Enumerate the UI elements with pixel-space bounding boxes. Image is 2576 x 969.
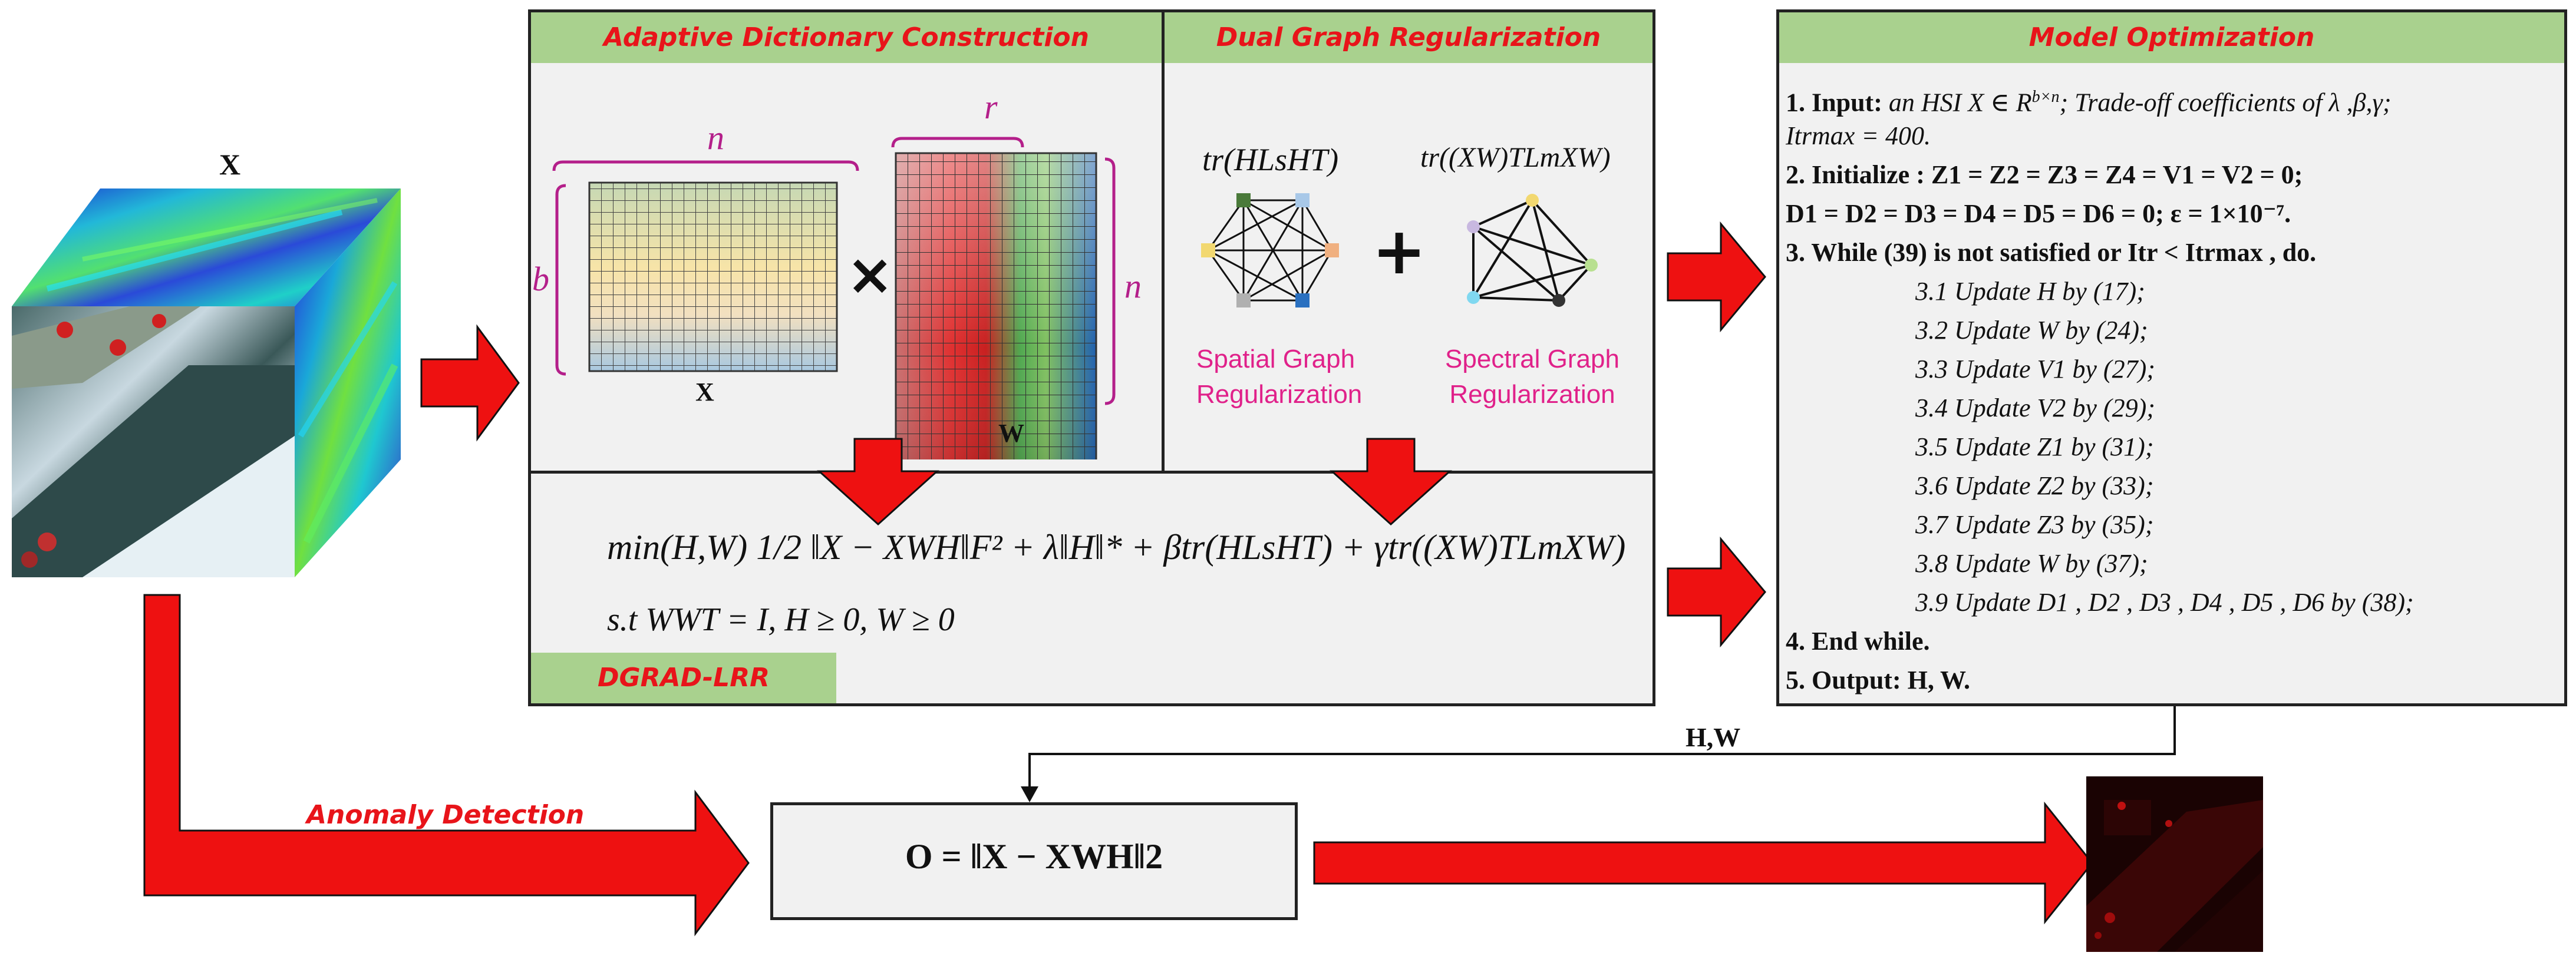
- algo-step-1-itr: Itrmax = 400.: [1786, 117, 1931, 156]
- step1-input-label: 1. Input:: [1786, 88, 1882, 117]
- objective-formula: min(H,W) 1/2 ‖X − XWH‖F² + λ‖H‖* + βtr(H…: [607, 528, 1626, 567]
- detection-result-map: [2086, 776, 2263, 952]
- step2-initialize-label: 2. Initialize :: [1786, 160, 1925, 189]
- step1-input-sup: b×n: [2031, 88, 2060, 106]
- algo-step-4: 4. End while.: [1786, 622, 1930, 661]
- label-n-top: n: [707, 118, 724, 157]
- step5-output: 5. Output: H, W.: [1786, 666, 1970, 694]
- algo-substep: 3.9 Update D1 , D2 , D3 , D4 , D5 , D6 b…: [1915, 583, 2414, 622]
- plus-symbol: +: [1372, 213, 1427, 289]
- step2-initialize-z: Z1 = Z2 = Z3 = Z4 = V1 = V2 = 0;: [1931, 160, 2303, 189]
- dictionary-matrices: [552, 137, 1116, 459]
- output-formula-box: [770, 802, 1298, 920]
- spectral-graph: [1467, 194, 1598, 307]
- matrix-w-label: W: [998, 419, 1024, 448]
- substep-text: 3.1 Update H by (17);: [1915, 277, 2145, 306]
- output-formula: O = ‖X − XWH‖2: [905, 837, 1163, 876]
- header-dual-graph: Dual Graph Regularization: [1165, 12, 1653, 63]
- spatial-caption-1: Spatial Graph: [1196, 345, 1355, 373]
- term-spatial: tr(HLsHT): [1202, 142, 1339, 177]
- algo-substep: 3.7 Update Z3 by (35);: [1915, 505, 2154, 544]
- substep-text: 3.7 Update Z3 by (35);: [1915, 510, 2154, 539]
- label-n-right: n: [1124, 267, 1142, 305]
- matrix-x-label: X: [695, 378, 714, 406]
- anomaly-detection-label: Anomaly Detection: [306, 800, 585, 830]
- step1-itrmax: Itrmax = 400.: [1786, 121, 1931, 150]
- hsi-cube-image: [12, 188, 401, 577]
- substep-text: 3.4 Update V2 by (29);: [1915, 393, 2155, 422]
- step3-while: 3. While (39) is not satisfied or Itr < …: [1786, 238, 2317, 267]
- substep-text: 3.8 Update W by (37);: [1915, 549, 2148, 578]
- algo-substep: 3.6 Update Z2 by (33);: [1915, 467, 2154, 505]
- substep-text: 3.2 Update W by (24);: [1915, 316, 2148, 345]
- label-b: b: [532, 260, 549, 298]
- algo-step-3: 3. While (39) is not satisfied or Itr < …: [1786, 233, 2316, 272]
- label-r: r: [984, 88, 998, 126]
- algo-step-5: 5. Output: H, W.: [1786, 661, 1970, 700]
- spatial-graph: [1201, 193, 1339, 307]
- constraint-formula: s.t WWT = I, H ≥ 0, W ≥ 0: [607, 601, 955, 638]
- times-symbol: ×: [846, 242, 894, 307]
- substep-text: 3.6 Update Z2 by (33);: [1915, 471, 2154, 500]
- algo-substep: 3.4 Update V2 by (29);: [1915, 389, 2155, 428]
- substep-text: 3.3 Update V1 by (27);: [1915, 355, 2155, 383]
- step4-end-while: 4. End while.: [1786, 627, 1930, 656]
- spectral-caption-2: Regularization: [1449, 380, 1615, 409]
- term-spectral: tr((XW)TLmXW): [1420, 142, 1611, 173]
- algo-substep: 3.3 Update V1 by (27);: [1915, 350, 2155, 389]
- panel-model-optimization: [1776, 9, 2567, 706]
- step1-input-text: an HSI X ∈ R: [1888, 88, 2032, 117]
- spatial-caption-2: Regularization: [1196, 380, 1363, 409]
- algo-substep: 3.5 Update Z1 by (31);: [1915, 428, 2154, 467]
- substep-text: 3.9 Update D1 , D2 , D3 , D4 , D5 , D6 b…: [1915, 588, 2414, 617]
- header-model-optimization: Model Optimization: [1779, 12, 2564, 63]
- step1-input-coeffs: ; Trade-off coefficients of λ ,β,γ;: [2059, 88, 2392, 117]
- dgrad-lrr-badge: DGRAD-LRR: [531, 653, 836, 703]
- step2-initialize-d: D1 = D2 = D3 = D4 = D5 = D6 = 0; ε = 1×1…: [1786, 199, 2291, 228]
- substep-text: 3.5 Update Z1 by (31);: [1915, 432, 2154, 461]
- algo-step-2: 2. Initialize : Z1 = Z2 = Z3 = Z4 = V1 =…: [1786, 156, 2303, 194]
- algo-substep: 3.2 Update W by (24);: [1915, 311, 2148, 350]
- algo-substep: 3.1 Update H by (17);: [1915, 272, 2145, 311]
- hw-label: H,W: [1686, 722, 1741, 752]
- header-adaptive-dictionary: Adaptive Dictionary Construction: [531, 12, 1162, 63]
- algo-step-1: 1. Input: an HSI X ∈ Rb×n; Trade-off coe…: [1786, 78, 2392, 123]
- cube-label: X: [219, 148, 241, 181]
- algo-step-2b: D1 = D2 = D3 = D4 = D5 = D6 = 0; ε = 1×1…: [1786, 194, 2291, 233]
- algo-substep: 3.8 Update W by (37);: [1915, 544, 2148, 583]
- spectral-caption-1: Spectral Graph: [1445, 345, 1620, 373]
